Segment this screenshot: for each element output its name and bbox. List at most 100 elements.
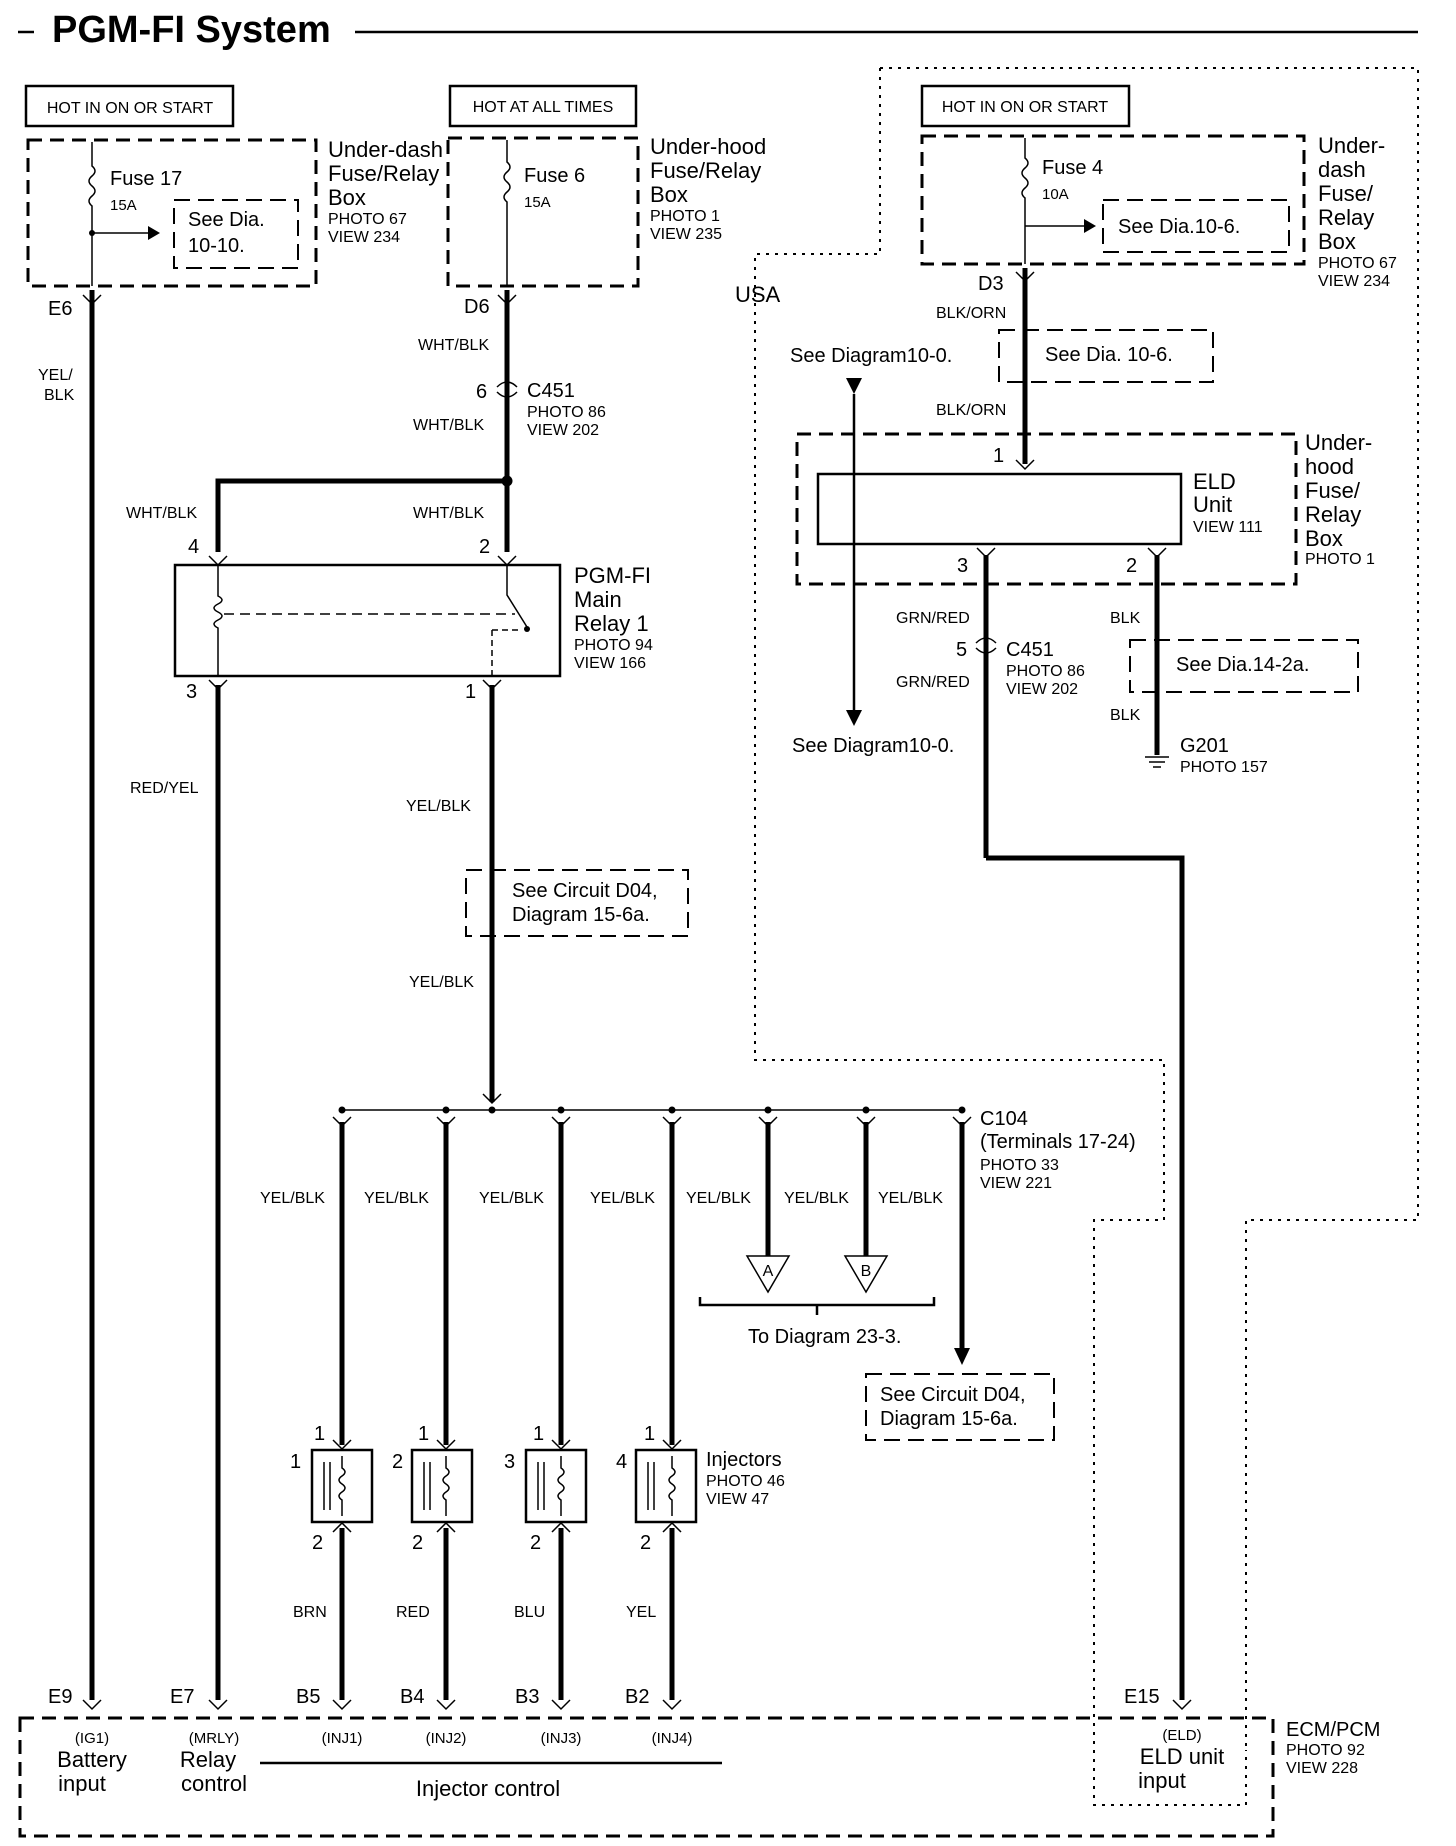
eld-name-1: ELD [1193,469,1236,494]
signal-inj4: (INJ4) [652,1730,693,1747]
pgm-fi-main-relay-1 [173,563,562,678]
inj3-pin-bottom: 2 [530,1532,541,1554]
relay-view: VIEW 166 [574,655,646,672]
offpage-connector-b [843,1255,889,1294]
relay-photo: PHOTO 94 [574,637,653,654]
terminal-e6: E6 [48,298,72,320]
relay-pin-4: 4 [188,536,199,558]
c104-label: C104 [980,1108,1028,1130]
terminal-d3: D3 [978,273,1004,295]
eld-input-line2: input [1138,1768,1186,1793]
c451-photo-top: PHOTO 86 [527,404,606,421]
relay-control-line2: control [181,1771,247,1796]
underdash-box-name-2: Fuse/Relay [328,161,439,186]
eld-view: VIEW 111 [1193,519,1263,536]
c451-label-right: C451 [1006,639,1054,661]
wire-label-yel-blk-inj2: YEL/BLK [364,1190,429,1207]
eld-pin-3: 3 [957,555,968,577]
wire-label-yel-blk-inj4: YEL/BLK [590,1190,655,1207]
wire-label-wht-blk-2: WHT/BLK [413,417,484,434]
terminal-e9: E9 [48,1686,72,1708]
wire-label-blk-1: BLK [44,387,75,404]
c451-pin6: 6 [476,381,487,403]
see-diagram-10-0-bottom: See Diagram10-0. [792,735,954,757]
ground-photo: PHOTO 157 [1180,759,1268,776]
eld-box-name-3: Fuse/ [1305,478,1361,503]
to-diagram-23-3-bracket [698,1297,936,1315]
inj1-pin-top: 1 [314,1423,325,1445]
fuse-6-symbol [503,140,511,286]
see-dia-10-6-2: See Dia. 10-6. [1045,344,1173,366]
underdash-fuse-box-left [26,138,318,288]
ecm-photo: PHOTO 92 [1286,1742,1365,1759]
see-circuit-d04-box-1 [465,869,689,937]
eld-box-name-5: Box [1305,526,1343,551]
relay-name-1: PGM-FI [574,563,651,588]
fuse-4-rating: 10A [1042,186,1069,203]
underdash-box-photo: PHOTO 67 [328,211,407,228]
terminal-e7: E7 [170,1686,194,1708]
see-circuit-d04-2-line2: Diagram 15-6a. [880,1408,1018,1430]
wire-label-wht-blk-1: WHT/BLK [418,337,489,354]
to-diagram-23-3: To Diagram 23-3. [748,1326,901,1348]
wire-grn-red-to-e15 [986,855,1185,1700]
wire-label-yel: YEL [626,1604,656,1621]
usa-region-outline-inner [754,68,1247,1806]
fuse-4-symbol [1021,138,1029,264]
wire-label-blk-2: BLK [1110,707,1141,724]
underdash-right-view: VIEW 234 [1318,273,1390,290]
hot-label-right: HOT IN ON OR START [942,99,1108,116]
wire-label-yel-blk-1: YEL/BLK [406,798,471,815]
terminal-b2: B2 [625,1686,649,1708]
offpage-b-label: B [861,1263,872,1280]
c104-terminals: (Terminals 17-24) [980,1131,1136,1153]
relay-pin-3: 3 [186,681,197,703]
inj4-number: 4 [616,1451,627,1473]
terminal-b5: B5 [296,1686,320,1708]
wire-label-blk-orn-2: BLK/ORN [936,402,1006,419]
hot-label-box-right [920,84,1131,128]
hot-label-box-center [448,84,638,128]
underhood-box-photo: PHOTO 1 [650,208,720,225]
wire-label-blk-orn-1: BLK/ORN [936,305,1006,322]
underdash-box-name-3: Box [328,185,366,210]
fuse-4-label: Fuse 4 [1042,157,1103,179]
wire-label-yel-blk-inj1: YEL/BLK [260,1190,325,1207]
see-dia-10-10-line2: 10-10. [188,235,245,257]
wire-wht-blk-to-relay-4 [215,478,507,552]
relay-name-2: Main [574,587,622,612]
see-circuit-d04-1-line1: See Circuit D04, [512,880,658,902]
underdash-fuse-box-right [920,134,1306,266]
terminal-b4: B4 [400,1686,424,1708]
wire-label-yel-1: YEL/ [38,367,73,384]
c451-pin5: 5 [956,639,967,661]
underdash-right-name-2: dash [1318,157,1366,182]
underdash-box-view: VIEW 234 [328,229,400,246]
wire-label-grn-red-2: GRN/RED [896,674,970,691]
wire-label-blk-1: BLK [1110,610,1141,627]
signal-mrly: (MRLY) [189,1730,240,1747]
underhood-box-view: VIEW 235 [650,226,722,243]
page-title: PGM-FI System [52,9,331,51]
wire-label-yel-blk-d04: YEL/BLK [878,1190,943,1207]
usa-label: USA [735,282,781,307]
offpage-connector-a [745,1255,791,1294]
wire-label-brn: BRN [293,1604,327,1621]
fuse-6-label: Fuse 6 [524,165,585,187]
injectors-photo: PHOTO 46 [706,1473,785,1490]
c451-view-top: VIEW 202 [527,422,599,439]
underdash-right-name-5: Box [1318,229,1356,254]
ecm-name: ECM/PCM [1286,1719,1380,1741]
eld-box-name-2: hood [1305,454,1354,479]
hot-label-box-left [24,84,235,128]
battery-input-line2: input [58,1771,106,1796]
eld-unit [816,472,1183,546]
injector-2: 1 2 2 [392,1423,474,1554]
injector-control-label: Injector control [416,1776,560,1801]
see-dia-10-6-box-2 [998,329,1214,383]
signal-inj3: (INJ3) [541,1730,582,1747]
eld-name-2: Unit [1193,492,1232,517]
injectors-view: VIEW 47 [706,1491,769,1508]
underhood-fuse-box-center [446,136,640,288]
inj2-pin-top: 1 [418,1423,429,1445]
